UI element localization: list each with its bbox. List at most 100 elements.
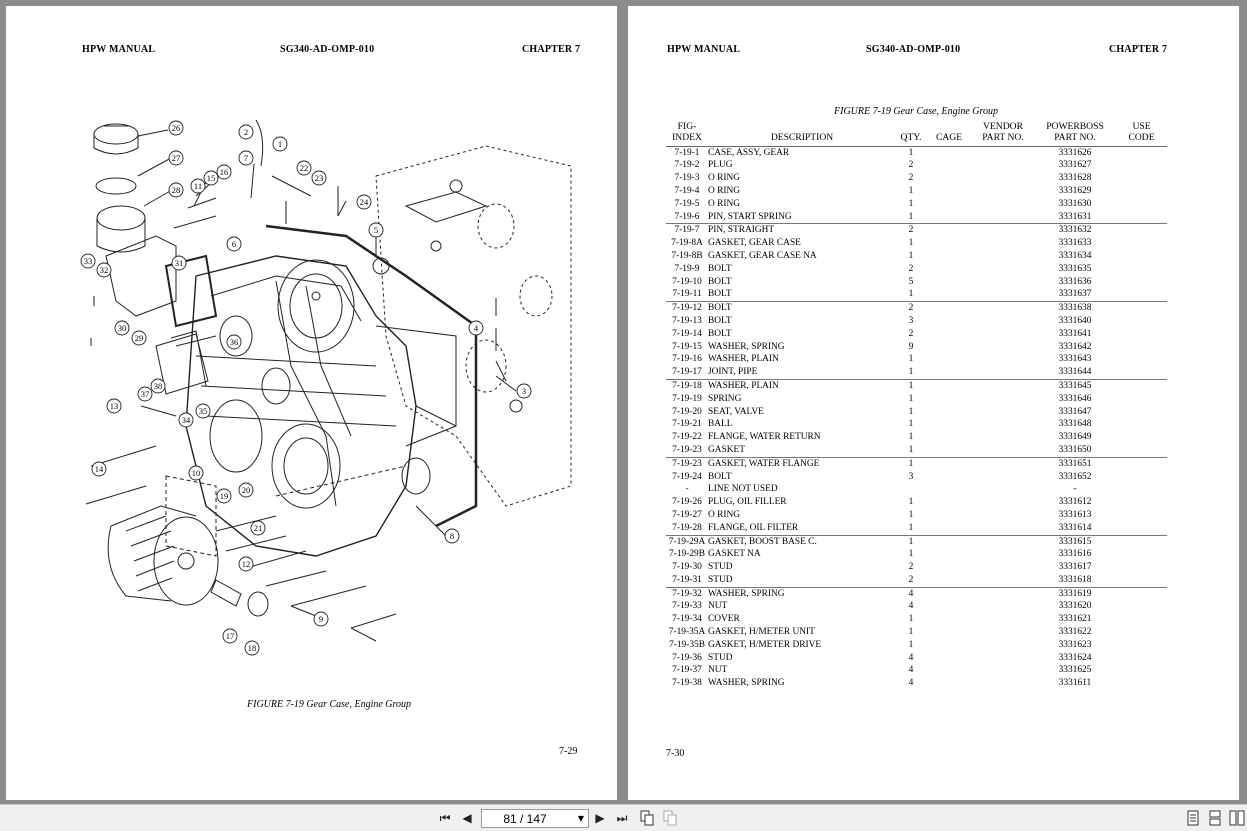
page-number: 7-29 <box>559 746 578 757</box>
svg-text:30: 30 <box>118 323 127 333</box>
use-code-cell <box>1116 172 1167 185</box>
callout-9: 9 <box>313 611 329 627</box>
two-column-view-icon[interactable] <box>1229 810 1245 826</box>
next-page-icon[interactable]: ▶ <box>595 811 605 825</box>
fig-index-cell: 7-19-32 <box>672 588 702 599</box>
callout-38: 38 <box>150 378 166 394</box>
svg-text:21: 21 <box>254 523 263 533</box>
use-code-cell <box>1116 652 1167 665</box>
vendor-part-cell <box>972 315 1034 328</box>
description-cell: GASKET, GEAR CASE NA <box>708 250 817 261</box>
powerboss-part-cell: 3331616 <box>1058 549 1092 560</box>
callout-18: 18 <box>244 640 260 656</box>
qty-cell: 1 <box>908 147 914 158</box>
single-page-view-icon[interactable] <box>639 810 655 826</box>
svg-text:24: 24 <box>360 197 369 207</box>
callout-13: 13 <box>106 398 122 414</box>
cage-cell <box>926 443 972 458</box>
svg-text:26: 26 <box>172 123 181 133</box>
qty-cell: 2 <box>908 303 914 314</box>
cage-cell <box>926 431 972 444</box>
callout-6: 6 <box>226 236 242 252</box>
page-number-input[interactable] <box>482 810 568 827</box>
powerboss-part-cell: 3331628 <box>1058 173 1092 184</box>
vendor-part-cell <box>972 613 1034 626</box>
qty-cell: 1 <box>908 393 914 404</box>
qty-cell: 1 <box>908 458 914 469</box>
use-code-cell <box>1116 185 1167 198</box>
powerboss-part-cell: 3331647 <box>1058 406 1092 417</box>
first-page-icon[interactable]: ⏮ <box>439 811 451 825</box>
vendor-part-cell <box>972 237 1034 250</box>
last-page-icon[interactable]: ⏭ <box>616 811 628 825</box>
svg-text:19: 19 <box>220 491 229 501</box>
powerboss-part-cell: 3331611 <box>1058 678 1092 689</box>
powerboss-part-cell: 3331613 <box>1058 509 1092 520</box>
powerboss-part-cell: 3331643 <box>1058 354 1092 365</box>
previous-page-icon[interactable]: ◀ <box>462 811 472 825</box>
page-selector[interactable]: ▼ <box>481 809 589 828</box>
powerboss-part-cell: 3331614 <box>1034 521 1116 536</box>
use-code-cell <box>1116 677 1167 690</box>
fig-index-cell: 7-19-9 <box>674 263 700 274</box>
fig-index-cell: 7-19-23 <box>666 443 708 458</box>
use-code-cell <box>1116 587 1167 600</box>
table-row: -LINE NOT USED- <box>666 483 1167 496</box>
qty-cell: 5 <box>908 276 914 287</box>
use-code-cell <box>1116 548 1167 561</box>
powerboss-part-cell: 3331625 <box>1058 665 1092 676</box>
vendor-part-cell <box>972 366 1034 380</box>
cage-cell <box>926 328 972 341</box>
cage-cell <box>926 172 972 185</box>
use-code-cell <box>1116 406 1167 419</box>
facing-pages-icon[interactable] <box>1208 810 1222 826</box>
cage-cell <box>926 341 972 354</box>
use-code-cell <box>1116 600 1167 613</box>
page-width-icon[interactable] <box>1186 810 1200 826</box>
vendor-part-cell <box>972 393 1034 406</box>
vendor-part-cell <box>972 159 1034 172</box>
powerboss-part-cell: - <box>1073 484 1077 495</box>
description-cell: BOLT <box>708 263 732 274</box>
use-code-cell <box>1116 224 1167 237</box>
qty-cell: 1 <box>908 614 914 625</box>
callout-34: 34 <box>178 412 194 428</box>
cage-cell <box>926 210 972 225</box>
description-cell: FLANGE, WATER RETURN <box>708 432 821 443</box>
cage-cell <box>926 573 972 588</box>
chevron-down-icon[interactable]: ▼ <box>577 814 584 823</box>
use-code-cell <box>1116 276 1167 289</box>
powerboss-part-cell: 3331622 <box>1058 627 1092 638</box>
use-code-cell <box>1116 210 1167 225</box>
powerboss-part-cell: 3331623 <box>1058 639 1092 650</box>
use-code-cell <box>1116 366 1167 380</box>
cage-cell <box>926 276 972 289</box>
description-cell: GASKET, H/METER DRIVE <box>708 639 822 650</box>
powerboss-part-cell: 3331631 <box>1034 210 1116 225</box>
continuous-view-icon[interactable] <box>662 810 678 826</box>
svg-text:12: 12 <box>242 559 251 569</box>
cage-cell <box>926 652 972 665</box>
powerboss-part-cell: 3331644 <box>1034 366 1116 380</box>
callout-7: 7 <box>238 150 254 166</box>
use-code-cell <box>1116 288 1167 303</box>
description-cell: GASKET <box>708 443 896 458</box>
vendor-part-cell <box>972 639 1034 652</box>
description-cell: O RING <box>708 509 741 520</box>
qty-cell: 2 <box>896 573 926 588</box>
callout-20: 20 <box>238 482 254 498</box>
description-cell: SEAT, VALVE <box>708 406 764 417</box>
qty-cell: 4 <box>908 588 914 599</box>
cage-cell <box>926 224 972 237</box>
fig-index-cell: 7-19-7 <box>674 225 700 236</box>
svg-text:3: 3 <box>522 386 526 396</box>
description-cell: GASKET, GEAR CASE <box>708 238 801 249</box>
vendor-part-cell <box>972 276 1034 289</box>
